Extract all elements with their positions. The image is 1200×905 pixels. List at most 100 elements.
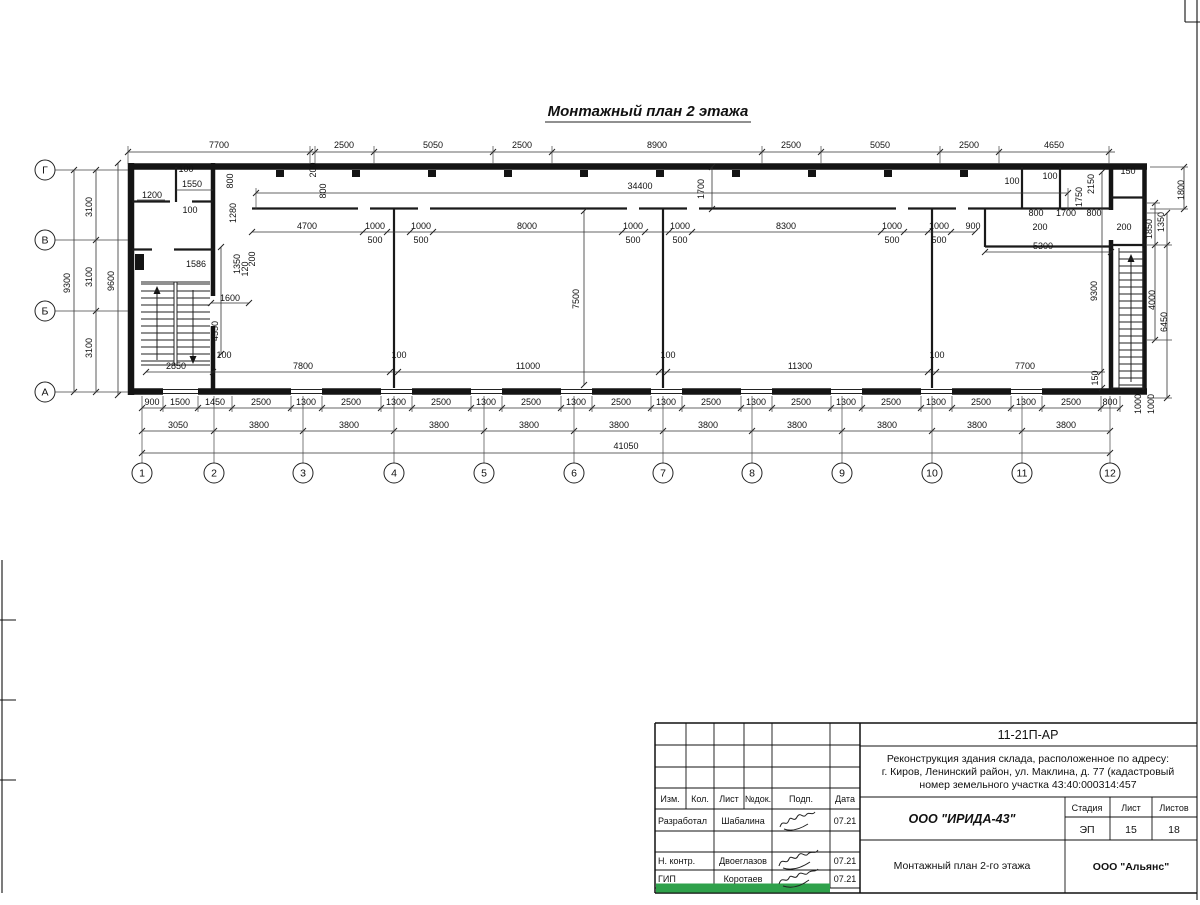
dim-label-bottom_fine-15: 2500 [791,397,811,407]
dim-label-left_detail-13: 2850 [166,361,186,371]
axis-col-9-circle [831,462,853,484]
axis-col-4-label: 4 [391,468,397,480]
row-razrabotal-name: Шабалина [721,816,764,826]
dim-label-interior_top-9: 500 [672,235,687,245]
dim-label-right_detail-6: 800 [1028,208,1043,218]
stage-value: ЭП [1079,824,1094,836]
dim-label-top_row-3: 2500 [512,140,532,150]
dim-label-heights-0: 7500 [571,289,581,309]
signature-razrabotal [779,811,816,831]
dim-label-bottom_fine-14: 1300 [746,397,766,407]
dim-label-interior_bottom-1: 100 [391,350,406,360]
dim-label-bottom_fine-5: 2500 [341,397,361,407]
axis-col-12-label: 12 [1104,468,1116,480]
dim-label-top_row-5: 2500 [781,140,801,150]
dim-label-right_lower-1: 6450 [1159,312,1169,332]
dim-label-bottom_axes-1: 3800 [249,420,269,430]
dim-label-bottom_axes-6: 3800 [698,420,718,430]
dim-label-interior_top-13: 1000 [929,221,949,231]
axis-row-1-circle [34,229,56,251]
partitions [132,167,1145,388]
dim-label-left_col-3: 9300 [62,273,72,293]
project-description-line3: номер земельного участка 43:40:000314:45… [919,779,1136,791]
title-block-grid [655,723,1197,893]
dim-lines-v [73,163,1185,398]
axis-col-3-label: 3 [300,468,306,480]
axis-col-11-circle [1011,462,1033,484]
dim-label-left_detail-12: 100 [216,350,231,360]
dim-label-bottom_fine-19: 2500 [971,397,991,407]
signature-nkontr [778,849,819,870]
dim-label-bottom_fine-8: 1300 [476,397,496,407]
row-razrabotal-role: Разработал [658,816,707,826]
stair-arrowheads [153,254,1135,364]
dim-label-interior_top-12: 500 [884,235,899,245]
dim-label-bottom_fine-13: 2500 [701,397,721,407]
dim-label-right_detail-8: 800 [1086,208,1101,218]
axis-col-7-circle [652,462,674,484]
dim-label-bottom_fine-2: 1450 [205,397,225,407]
dimension-lines [73,151,1185,454]
dim-label-top_row-4: 8900 [647,140,667,150]
dim-extension-lines [55,146,1188,463]
dim-label-bottom_fine-16: 1300 [836,397,856,407]
row-nkontr-date: 07.21 [834,856,857,866]
col-list: Лист [719,794,739,804]
dim-label-right_detail-10: 200 [1116,222,1131,232]
walls [127,163,1147,395]
dim-label-left_detail-10: 1600 [220,293,240,303]
dim-label-bottom_fine-1: 1500 [170,397,190,407]
drawing-title: Монтажный план 2 этажа [548,103,749,120]
dim-label-interior_top-8: 1000 [670,221,690,231]
axis-col-10-circle [921,462,943,484]
dim-label-interior_bottom-5: 100 [929,350,944,360]
company-name: ООО "ИРИДА-43" [909,812,1017,826]
dim-label-interior_top-2: 500 [367,235,382,245]
sheets-total: 18 [1168,824,1180,836]
dim-label-right_detail-9: 200 [1032,222,1047,232]
axis-col-9-label: 9 [839,468,845,480]
dim-label-top_row-0: 7700 [209,140,229,150]
row-nkontr-role: Н. контр. [658,856,695,866]
stair-treads [141,248,1145,390]
dim-label-top_small-1: 800 [318,183,328,198]
row-gip-name: Коротаев [724,874,763,884]
dim-label-left_detail-7: 1350 [232,254,242,274]
dim-label-interior_top-1: 1000 [365,221,385,231]
axis-row-0-circle [34,159,56,181]
dim-label-right_detail-1: 100 [1042,171,1057,181]
col-izm: Изм. [660,794,679,804]
axis-col-7-label: 7 [660,468,666,480]
axis-col-2-label: 2 [211,468,217,480]
dim-label-top_small-0: 200 [308,162,318,177]
stairs [141,248,1145,390]
dim-label-interior_bottom-2: 11000 [516,361,540,371]
dim-label-left_detail-11: 4550 [210,321,220,341]
dim-label-interior_top-10: 8300 [776,221,796,231]
axis-col-1-circle [131,462,153,484]
dim-label-right_detail-0: 100 [1004,176,1019,186]
dim-label-bottom_fine-4: 1300 [296,397,316,407]
org-name: ООО "Альянс" [1093,861,1169,873]
axis-col-4-circle [383,462,405,484]
dim-label-room_dim-0: 5300 [1033,241,1053,251]
col-data: Дата [835,794,855,804]
stage-header-list: Лист [1121,803,1141,813]
window-glazing [163,389,1042,394]
row-gip-date: 07.21 [834,874,857,884]
dim-label-right_detail-11: 1850 [1144,219,1154,239]
dim-label-interior_top-6: 1000 [623,221,643,231]
dim-label-bottom_fine-20: 1300 [1016,397,1036,407]
axis-col-6-label: 6 [571,468,577,480]
extension-lines [55,146,1188,463]
axis-col-11-label: 11 [1017,468,1028,480]
dim-label-top_row-2: 5050 [423,140,443,150]
dim-label-left_col-2: 3100 [84,338,94,358]
axis-col-8-circle [741,462,763,484]
title-block: 11-21П-АР Реконструкция здания склада, р… [654,722,1197,894]
